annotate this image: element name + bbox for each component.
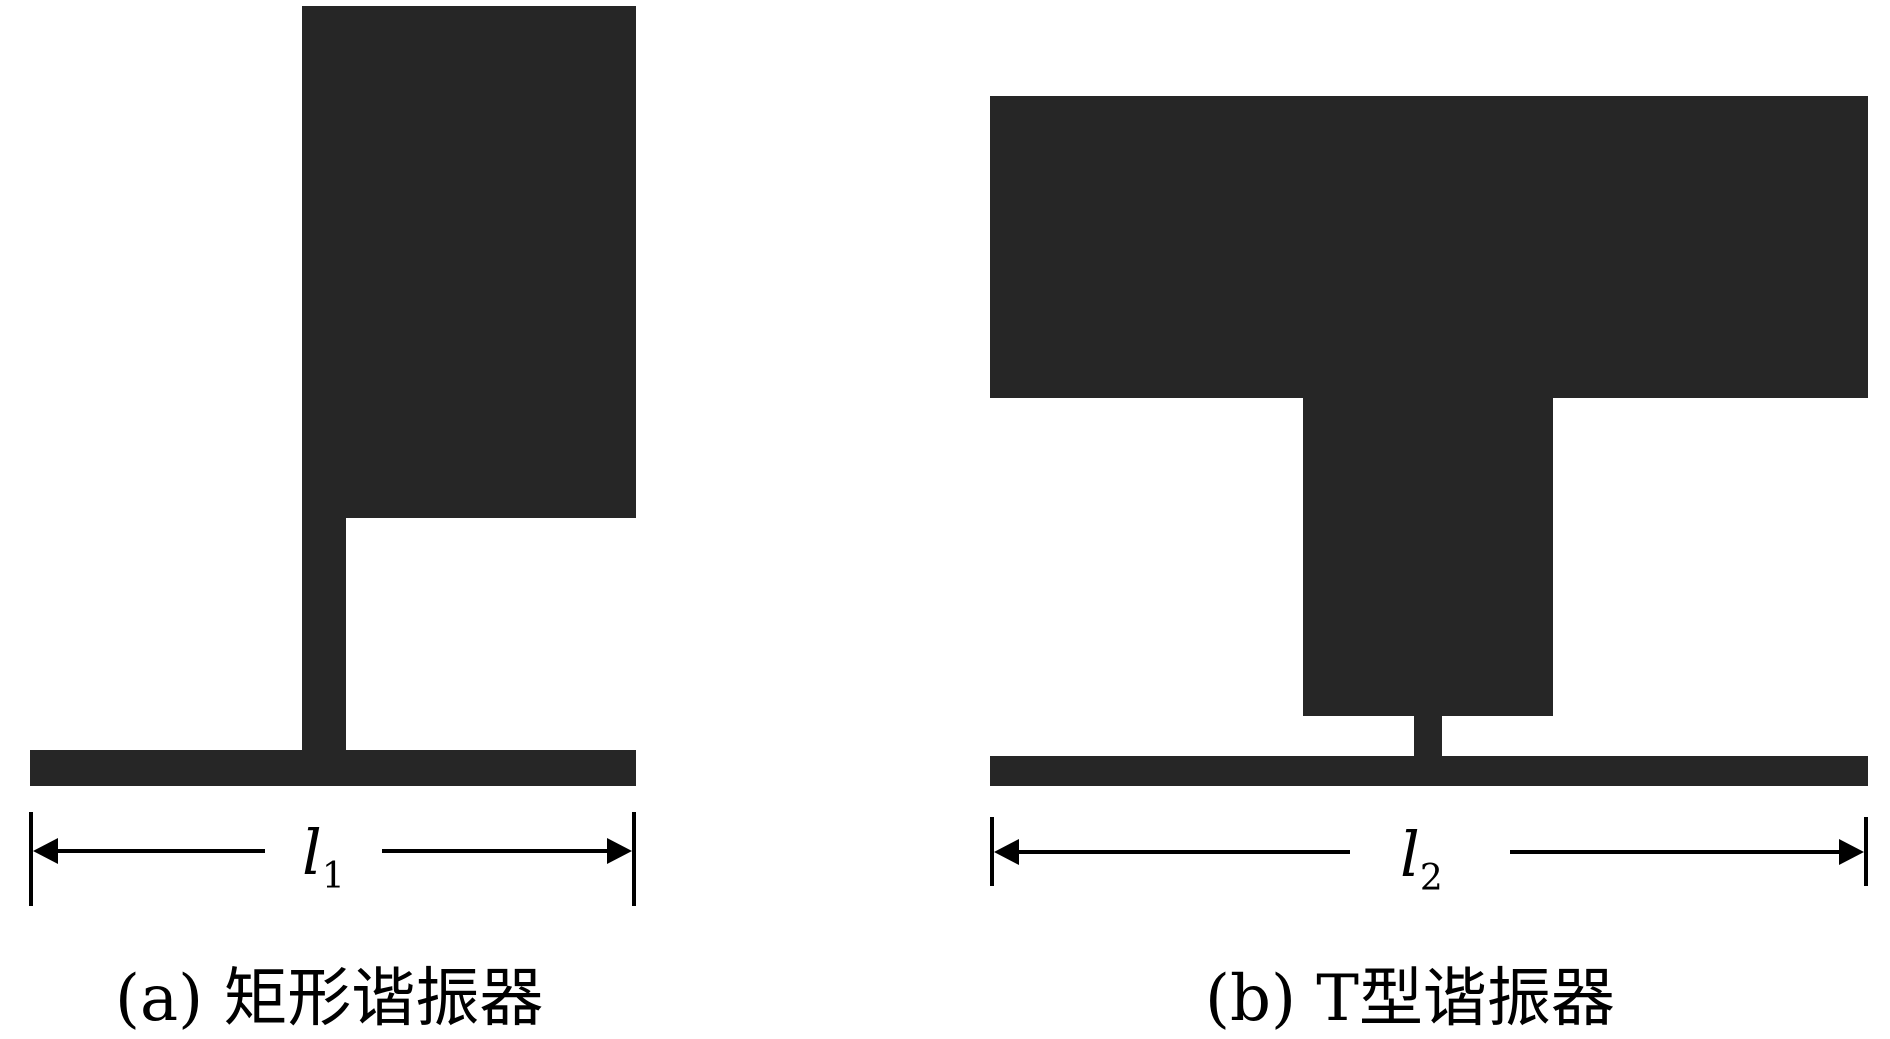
panel-a-dimension: l1 [29, 812, 636, 906]
panel-b-dimension: l2 [990, 817, 1868, 899]
panel-b-t-resonator: l2 (b) T型谐振器 [990, 96, 1868, 1036]
panel-a-resonator-patch [302, 6, 636, 518]
panel-a-stub [302, 518, 346, 752]
panel-a-dimension-right-arrow [607, 838, 632, 864]
panel-b-caption: (b) T型谐振器 [1205, 962, 1615, 1036]
panel-b-dimension-left-arrow [994, 839, 1019, 865]
panel-b-dimension-right-arrow [1839, 839, 1864, 865]
panel-b-feed-line [990, 756, 1868, 786]
panel-a-dimension-symbol: l [302, 816, 322, 889]
panel-b-dimension-subscript: 2 [1420, 858, 1443, 899]
panel-a-caption: (a) 矩形谐振器 [115, 962, 543, 1036]
panel-b-dimension-label: l2 [1400, 818, 1443, 899]
panel-b-dimension-symbol: l [1400, 818, 1420, 891]
panel-a-dimension-label: l1 [302, 816, 345, 897]
panel-a-dimension-subscript: 1 [322, 856, 345, 897]
panel-a-rectangular-resonator: l1 (a) 矩形谐振器 [29, 6, 636, 1036]
panel-a-feed-line [30, 750, 636, 786]
panel-b-stem [1303, 396, 1553, 716]
panel-a-dimension-left-arrow [33, 838, 58, 864]
panel-b-top-bar [990, 96, 1868, 398]
panel-b-stub [1414, 714, 1442, 758]
